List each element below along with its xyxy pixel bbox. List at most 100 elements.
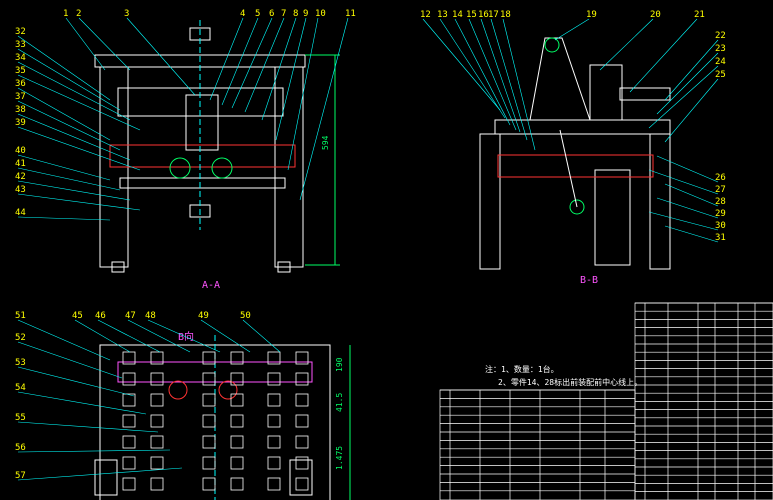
leader-line [65, 17, 106, 71]
plan-cell [202, 393, 216, 407]
leader-line [664, 225, 719, 243]
dim-height: 594 [321, 135, 330, 150]
callout-10: 10 [315, 9, 326, 19]
leader-line [17, 467, 183, 481]
leader-line [454, 18, 511, 126]
callout-9: 9 [303, 9, 308, 19]
plan-cell [295, 414, 309, 428]
plan-cell [295, 477, 309, 491]
plan-cell [202, 372, 216, 386]
callout-50: 50 [240, 311, 251, 321]
callout-16: 16 [478, 10, 489, 20]
motor-block [185, 94, 219, 151]
plan-cell [267, 477, 281, 491]
plan-cell [122, 414, 136, 428]
leader-line [74, 319, 131, 353]
leader-line [17, 167, 121, 191]
callout-36: 36 [15, 79, 26, 89]
callout-5: 5 [255, 9, 260, 19]
leader-line [664, 39, 719, 101]
bb-top-frame [494, 119, 671, 135]
callout-35: 35 [15, 66, 26, 76]
callout-18: 18 [500, 10, 511, 20]
plan-cell [295, 351, 309, 365]
plan-cell [230, 477, 244, 491]
leader-line [480, 18, 521, 133]
leader-line [275, 17, 307, 141]
leader-line [17, 180, 131, 201]
callout-55: 55 [15, 413, 26, 423]
callout-19: 19 [586, 10, 597, 20]
callout-40: 40 [15, 146, 26, 156]
callout-37: 37 [15, 92, 26, 102]
callout-15: 15 [466, 10, 477, 20]
note-line-2: 2、零件14、28标出前装配前中心线上。 [498, 377, 642, 387]
callout-31: 31 [715, 233, 726, 243]
leader-line [656, 155, 719, 183]
leader-line [656, 52, 719, 115]
leader-line [17, 74, 141, 131]
plan-cell [202, 351, 216, 365]
bb-left-column [479, 133, 501, 270]
plan-cell [230, 393, 244, 407]
plan-cell [122, 435, 136, 449]
leader-line [17, 61, 131, 121]
dim-d1: 190 [335, 357, 344, 372]
callout-53: 53 [15, 358, 26, 368]
leader-line [648, 211, 719, 231]
plan-cell [150, 477, 164, 491]
leader-line [629, 18, 698, 93]
callout-32: 32 [15, 27, 26, 37]
leader-line [490, 18, 528, 141]
leader-line [422, 18, 501, 111]
leader-line [664, 78, 719, 143]
plan-cell [150, 372, 164, 386]
plan-cell [295, 435, 309, 449]
callout-21: 21 [694, 10, 705, 20]
callout-25: 25 [715, 70, 726, 80]
callout-26: 26 [715, 173, 726, 183]
leader-line [17, 421, 159, 433]
plan-cell [150, 393, 164, 407]
callout-27: 27 [715, 185, 726, 195]
view-b-b [479, 37, 671, 270]
leader-line [17, 341, 123, 379]
leader-line [97, 319, 161, 353]
plan-cell-grid [122, 351, 309, 491]
bb-box [594, 169, 631, 266]
callout-1: 1 [63, 9, 68, 19]
callout-7: 7 [281, 9, 286, 19]
leader-line [656, 197, 719, 219]
leader-line [439, 18, 506, 119]
callout-47: 47 [125, 311, 136, 321]
callout-34: 34 [15, 53, 26, 63]
plan-cell [122, 393, 136, 407]
plan-cell [267, 435, 281, 449]
callout-4: 4 [240, 9, 245, 19]
callout-54: 54 [15, 383, 26, 393]
leader-line [126, 17, 196, 96]
view-a-a [94, 20, 340, 273]
callout-8: 8 [293, 9, 298, 19]
leader-line [648, 169, 719, 195]
plan-cell [295, 393, 309, 407]
leader-line [17, 100, 121, 151]
callout-24: 24 [715, 57, 726, 67]
leader-line [17, 87, 111, 141]
leader-line [17, 391, 147, 415]
callout-43: 43 [15, 185, 26, 195]
plan-cell [150, 456, 164, 470]
leader-line [244, 17, 285, 113]
leader-line [147, 319, 221, 353]
callout-38: 38 [15, 105, 26, 115]
leader-line [200, 319, 251, 353]
plan-cell [230, 456, 244, 470]
section-label-bb: B-B [580, 275, 598, 286]
leader-line [221, 17, 259, 106]
callout-44: 44 [15, 208, 26, 218]
plan-cell [122, 372, 136, 386]
leader-line [599, 18, 654, 71]
leader-line [554, 18, 590, 41]
callout-28: 28 [715, 197, 726, 207]
